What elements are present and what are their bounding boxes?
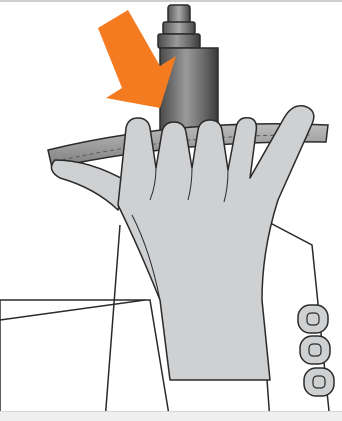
knuckles [298,305,334,396]
bottom-border [0,411,342,421]
